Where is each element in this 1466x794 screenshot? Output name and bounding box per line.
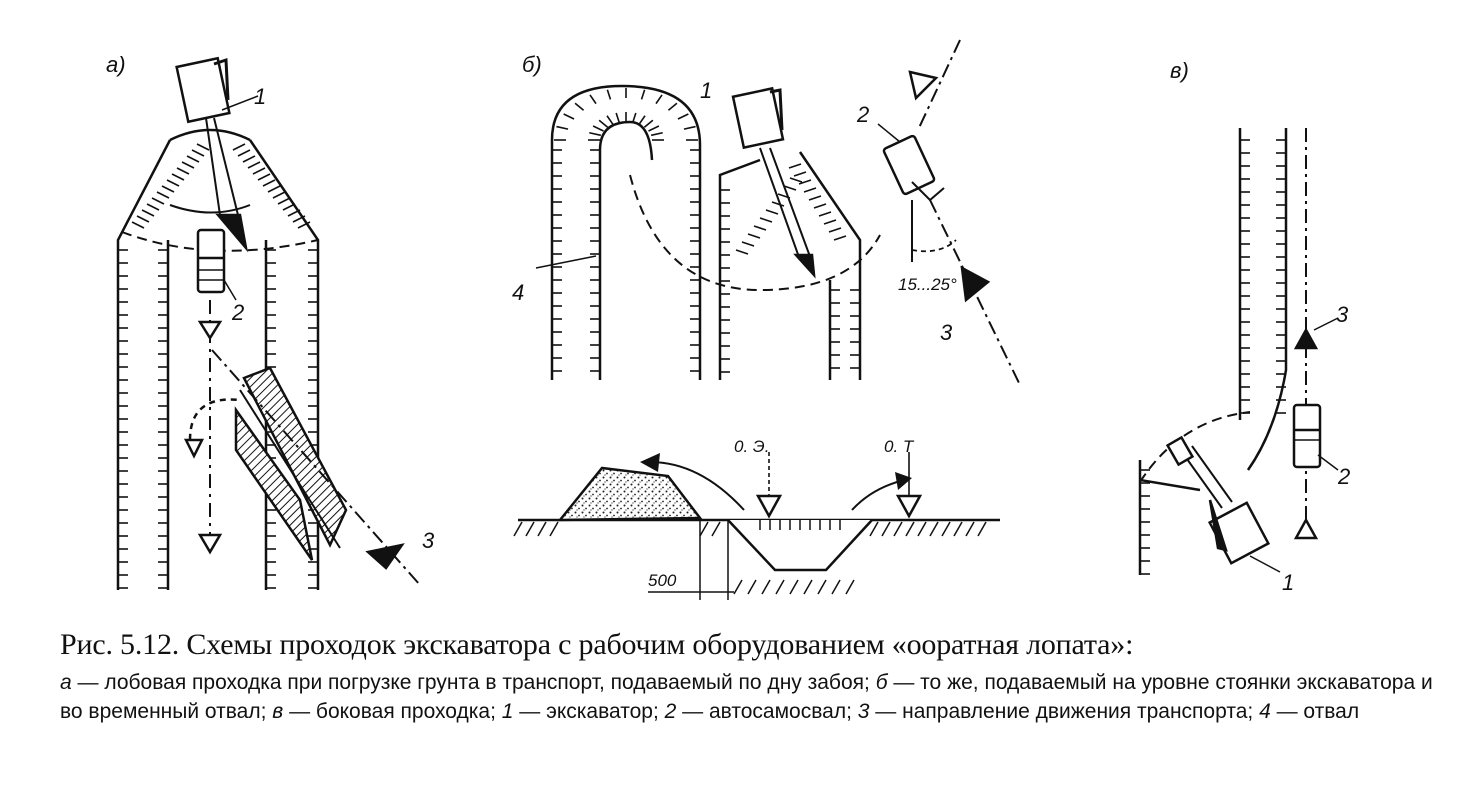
- direction-arrow-3: [365, 543, 405, 570]
- legend-item: 4 — отвал: [1259, 700, 1359, 723]
- ground-hatch: [513, 521, 987, 595]
- panel-b: б) 1 2 15...25° 3 4: [512, 39, 1021, 600]
- legend-key: 1: [501, 700, 514, 723]
- trench-profile-ticks: [759, 520, 841, 530]
- legend-text: — отвал: [1270, 700, 1360, 723]
- angle-arc: [911, 239, 957, 253]
- trench-v-ticks: [1140, 139, 1286, 575]
- dump-truck-v: [1292, 403, 1322, 469]
- route-marker-v: [1293, 517, 1319, 540]
- exit-ramp: [234, 366, 348, 561]
- legend-key: в: [272, 700, 284, 723]
- cross-section: 0. Э. 0. Т 500: [513, 437, 1000, 600]
- trench-b-ticks: [720, 163, 860, 373]
- panel-a-label: а): [106, 52, 126, 77]
- legend-item: б — то же, подаваемый на уровне стоянки …: [60, 671, 1433, 723]
- level-marker-oe: [755, 494, 783, 519]
- legend-text: — автосамосвал;: [676, 700, 858, 723]
- spoil-heap-ticks: [552, 88, 700, 372]
- legend-text: — лобовая проходка при погрузке грунта в…: [71, 671, 876, 694]
- level-marker-ot: [895, 494, 923, 519]
- label-oe: 0. Э.: [734, 437, 769, 456]
- label-truck-b: 2: [856, 102, 869, 127]
- legend-key: а: [60, 671, 72, 694]
- legend-key: б: [875, 671, 888, 694]
- trench-wall-left: [116, 139, 172, 590]
- slope-ticks-left: [118, 143, 210, 589]
- legend-text: — экскаватор;: [513, 700, 665, 723]
- turn-arc: [188, 398, 241, 441]
- route-b: [917, 39, 1021, 386]
- trench-wall-right: [248, 139, 320, 590]
- legend-key: 3: [857, 700, 870, 723]
- label-direction-v: 3: [1336, 302, 1349, 327]
- excavator-v: [1165, 435, 1271, 565]
- angle-label: 15...25°: [898, 275, 957, 294]
- legend-key: 4: [1259, 700, 1271, 723]
- excavator-b: [731, 86, 816, 279]
- face-arc: [121, 231, 319, 252]
- legend-text: — боковая проходка;: [283, 700, 502, 723]
- direction-line-3: [211, 349, 421, 586]
- panel-v-label: в): [1170, 58, 1189, 83]
- trench-b-right: [798, 151, 862, 380]
- label-excavator-v: 1: [1282, 570, 1294, 595]
- route-marker-3: [197, 533, 223, 555]
- dump-truck-b: [882, 134, 945, 202]
- diagram-figure: а) 1 2: [106, 39, 1350, 600]
- dimension-500: 500: [648, 571, 677, 590]
- caption-title: Рис. 5.12. Схемы проходок экскаватора с …: [60, 628, 1134, 661]
- label-excavator-b: 1: [700, 78, 712, 103]
- legend-item: 3 — направление движения транспорта;: [858, 700, 1259, 723]
- figure-caption: Рис. 5.12. Схемы проходок экскаватора с …: [60, 626, 1450, 726]
- label-truck-v: 2: [1337, 464, 1350, 489]
- face-arc-b: [629, 174, 881, 292]
- label-truck-a: 2: [231, 300, 244, 325]
- legend-text: — направление движения транспорта;: [869, 700, 1260, 723]
- panel-a: а) 1 2: [106, 52, 435, 590]
- panel-b-label: б): [522, 52, 542, 77]
- legend-key: 2: [664, 700, 677, 723]
- spoil-heap-inner: [598, 120, 654, 380]
- route-marker-1: [197, 320, 223, 341]
- trench-b-left: [718, 158, 761, 380]
- spoil-mound: [557, 466, 703, 522]
- label-direction-a: 3: [422, 528, 435, 553]
- route-marker-b1: [908, 70, 939, 101]
- face-arc-inner: [169, 204, 251, 214]
- legend-item: 1 — экскаватор;: [502, 700, 665, 723]
- label-ot: 0. Т: [884, 437, 915, 456]
- legend-text: — то же, подаваемый на уровне стоянки эк…: [60, 671, 1433, 723]
- trench-profile: [727, 519, 873, 572]
- label-spoil-heap: 4: [512, 280, 524, 305]
- throw-arrow-left: [649, 461, 745, 511]
- label-excavator-a: 1: [254, 84, 266, 109]
- route-marker-2: [183, 438, 205, 459]
- direction-arrow-b3: [960, 265, 991, 303]
- legend-item: в — боковая проходка;: [272, 700, 501, 723]
- excavator: [175, 56, 249, 253]
- trench-v-bottom: [1138, 460, 1201, 575]
- face-arc-v: [1139, 411, 1251, 483]
- panel-v: в) 1 3 2: [1138, 58, 1350, 595]
- legend-item: 2 — автосамосвал;: [665, 700, 858, 723]
- dump-truck: [196, 228, 226, 294]
- direction-arrow-v3: [1293, 327, 1319, 350]
- caption-legend: а — лобовая проходка при погрузке грунта…: [60, 668, 1450, 726]
- label-direction-b: 3: [940, 320, 953, 345]
- trench-face-top: [169, 128, 251, 142]
- legend-item: а — лобовая проходка при погрузке грунта…: [60, 671, 876, 694]
- spoil-heap-outer: [550, 84, 702, 380]
